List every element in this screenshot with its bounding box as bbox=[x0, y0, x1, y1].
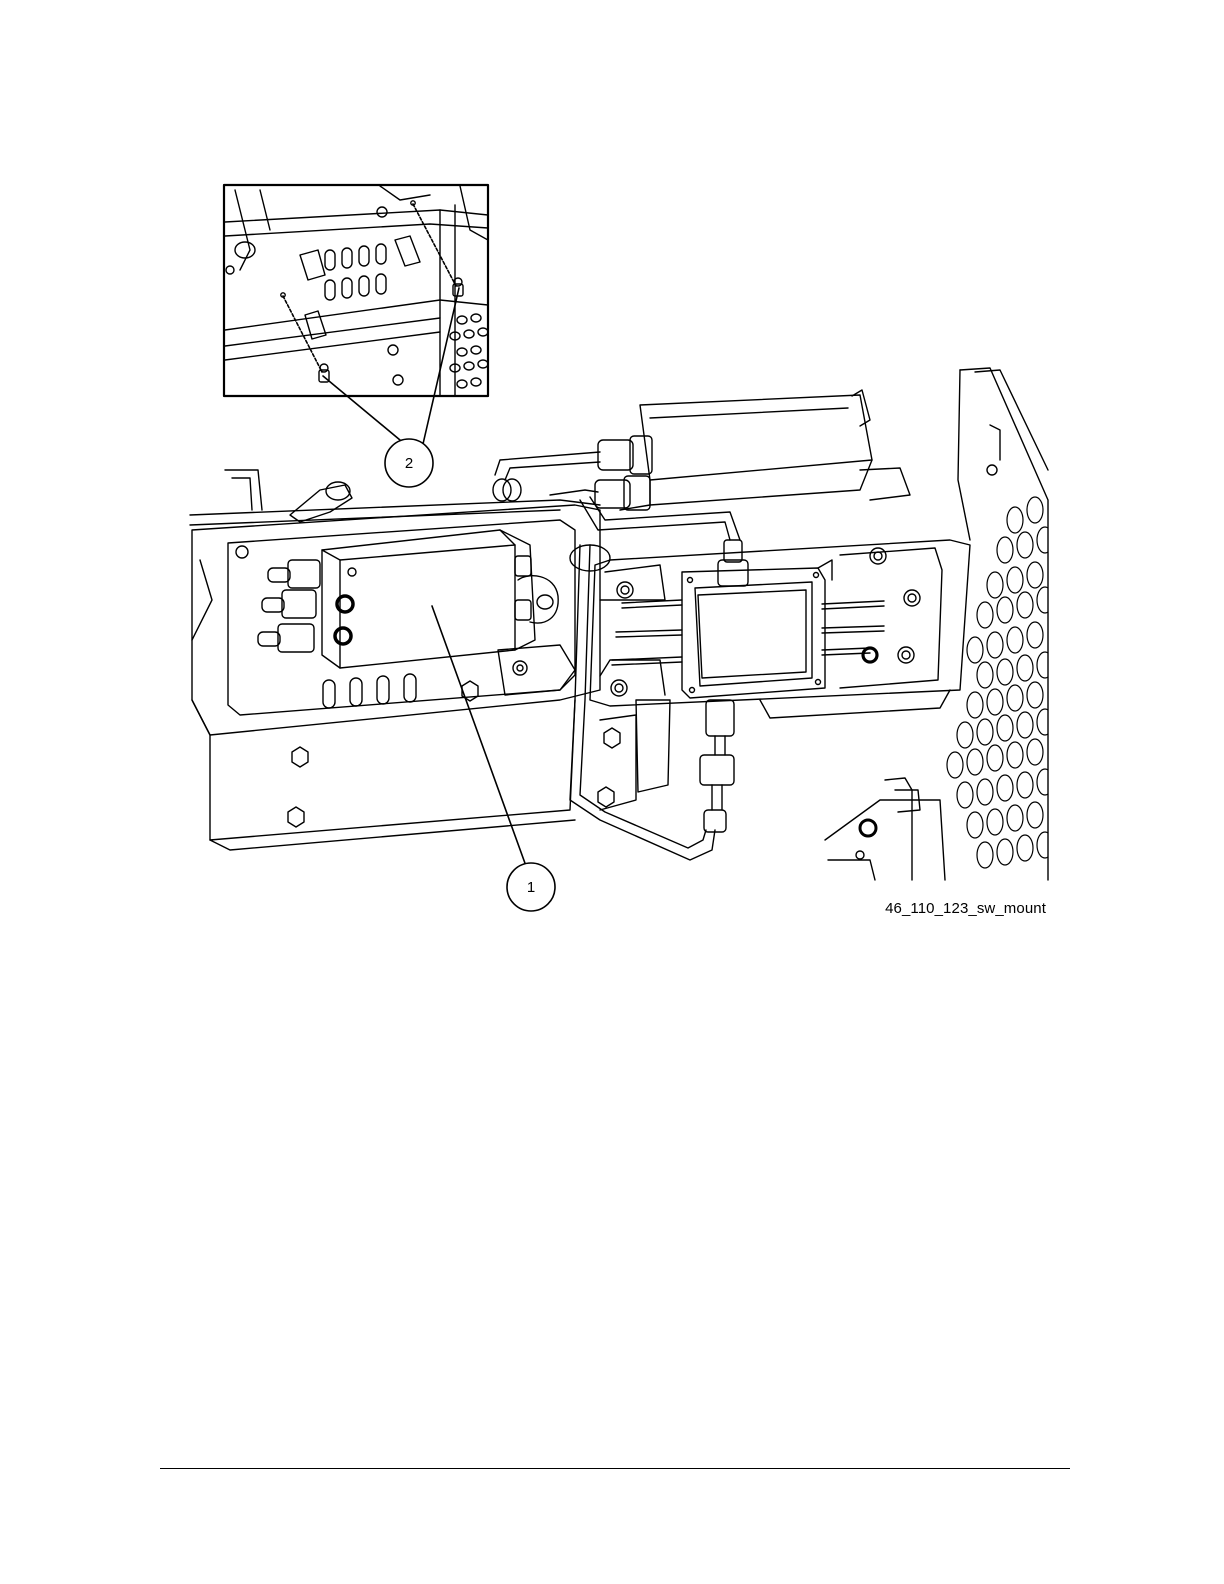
footer-rule bbox=[160, 1468, 1070, 1469]
callout-1-number: 1 bbox=[527, 879, 535, 896]
figure-id-label: 46_110_123_sw_mount bbox=[850, 900, 1046, 917]
main-assembly bbox=[190, 368, 1053, 880]
rf-switch bbox=[258, 530, 535, 668]
connector-icon bbox=[262, 590, 316, 618]
coupler-module bbox=[682, 540, 832, 832]
callout-2-number: 2 bbox=[405, 455, 413, 472]
inset-detail-view bbox=[224, 185, 488, 396]
callout-2-leaders bbox=[323, 288, 459, 444]
connector-icon bbox=[258, 624, 314, 652]
connector-icon bbox=[268, 560, 320, 588]
callout-1-leader bbox=[432, 606, 526, 866]
